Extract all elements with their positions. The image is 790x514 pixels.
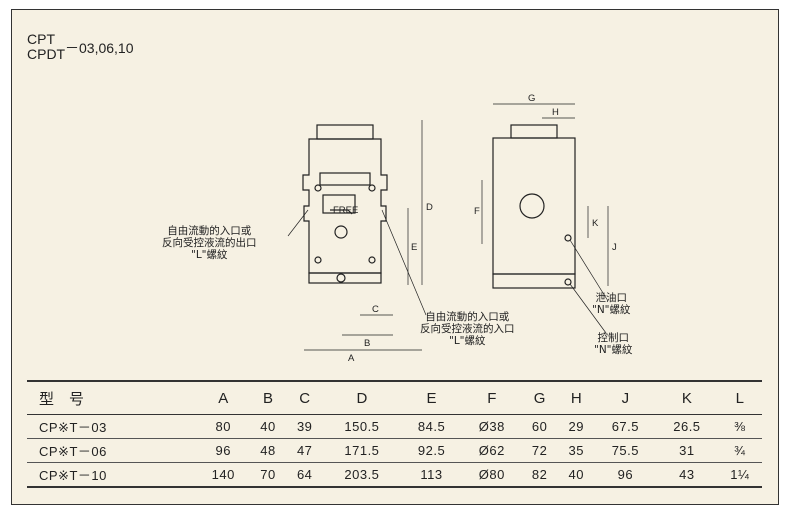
cell-c: 47 <box>286 438 324 463</box>
header-l: L <box>717 380 762 415</box>
cell-d: 150.5 <box>323 414 401 439</box>
valve-outline-drawing: FREE A B C D E F G H K J <box>287 93 617 364</box>
catalog-page: CPT CPDT －03,06,10 <box>11 9 779 505</box>
cell-d: 203.5 <box>323 462 401 488</box>
header-a: A <box>196 380 250 415</box>
dimension-table: 型 号 A B C D E F G H J K L CP※T－03 80 40 … <box>27 380 762 488</box>
header-g: G <box>521 380 558 415</box>
header-h: H <box>557 380 595 415</box>
front-window <box>319 172 371 186</box>
front-bolt-3 <box>314 256 322 264</box>
header-e: E <box>400 380 463 415</box>
dim-f: F <box>474 206 480 217</box>
cell-c: 39 <box>286 414 324 439</box>
front-base-port <box>336 273 346 283</box>
front-center-port <box>334 225 348 239</box>
side-drain-port <box>564 234 572 242</box>
callout-left-port: 自由流動的入口或 反向受控液流的出口 "L"螺紋 <box>162 225 257 261</box>
header-c: C <box>286 380 324 415</box>
front-bolt-1 <box>314 184 322 192</box>
cell-k: 43 <box>656 462 718 488</box>
callout-pilot-port: 控制口 "N"螺紋 <box>594 332 633 356</box>
cell-e: 92.5 <box>400 438 463 463</box>
leader-drain-port <box>569 239 609 302</box>
front-top-cap <box>316 124 374 140</box>
dim-c: C <box>372 304 379 315</box>
cell-j: 96 <box>594 462 657 488</box>
free-arrow-plate <box>322 194 356 214</box>
model-line-2: CPDT <box>27 46 66 62</box>
dim-j: J <box>612 242 617 253</box>
free-arrow <box>330 209 353 215</box>
header-f: F <box>462 380 522 415</box>
cell-b: 70 <box>249 462 287 488</box>
cell-h: 40 <box>557 462 595 488</box>
leader-right-port <box>381 209 427 316</box>
cell-c: 64 <box>286 462 324 488</box>
side-base <box>492 273 576 289</box>
callout-drain-port: 泄油口 "N"螺紋 <box>592 292 631 316</box>
side-top-cap <box>510 124 558 139</box>
header-j: J <box>594 380 657 415</box>
leader-left-port <box>287 209 309 237</box>
table-row: CP※T－06 96 48 47 171.5 92.5 Ø62 72 35 75… <box>27 438 762 463</box>
cell-k: 31 <box>656 438 718 463</box>
table-row: CP※T－10 140 70 64 203.5 113 Ø80 82 40 96… <box>27 462 762 488</box>
cell-j: 75.5 <box>594 438 657 463</box>
header-model: 型 号 <box>27 380 197 415</box>
cell-k: 26.5 <box>656 414 718 439</box>
header-d: D <box>323 380 401 415</box>
cell-model: CP※T－10 <box>27 462 197 488</box>
callout-right-port: 自由流動的入口或 反向受控液流的入口 "L"螺紋 <box>420 311 515 347</box>
free-label: FREE <box>333 205 358 216</box>
dim-b: B <box>364 338 370 349</box>
cell-e: 84.5 <box>400 414 463 439</box>
cell-l: ⅜ <box>717 414 762 439</box>
cell-a: 80 <box>196 414 250 439</box>
front-base <box>308 272 382 284</box>
dim-a: A <box>348 353 355 364</box>
cell-h: 35 <box>557 438 595 463</box>
model-designation: CPT CPDT －03,06,10 <box>27 31 134 62</box>
cell-f: Ø38 <box>462 414 522 439</box>
cell-b: 48 <box>249 438 287 463</box>
table-header-row: 型 号 A B C D E F G H J K L <box>27 380 762 415</box>
front-bolt-4 <box>368 256 376 264</box>
dim-k: K <box>592 218 599 229</box>
cell-e: 113 <box>400 462 463 488</box>
model-size-suffix: －03,06,10 <box>65 40 134 56</box>
dim-h: H <box>552 107 559 118</box>
cell-model: CP※T－06 <box>27 438 197 463</box>
cell-g: 82 <box>521 462 558 488</box>
cell-g: 72 <box>521 438 558 463</box>
cell-f: Ø62 <box>462 438 522 463</box>
dim-g: G <box>528 93 535 104</box>
dim-d: D <box>426 202 433 213</box>
dim-e: E <box>411 242 417 253</box>
header-b: B <box>249 380 287 415</box>
header-k: K <box>656 380 718 415</box>
cell-model: CP※T－03 <box>27 414 197 439</box>
side-body <box>492 137 576 275</box>
model-line-1: CPT <box>27 31 55 47</box>
cell-g: 60 <box>521 414 558 439</box>
cell-l: ¾ <box>717 438 762 463</box>
side-main-port <box>519 193 545 219</box>
cell-l: 1¼ <box>717 462 762 488</box>
table-row: CP※T－03 80 40 39 150.5 84.5 Ø38 60 29 67… <box>27 414 762 439</box>
cell-a: 140 <box>196 462 250 488</box>
cell-d: 171.5 <box>323 438 401 463</box>
front-bolt-2 <box>368 184 376 192</box>
cell-f: Ø80 <box>462 462 522 488</box>
cell-h: 29 <box>557 414 595 439</box>
side-pilot-port <box>564 278 572 286</box>
cell-a: 96 <box>196 438 250 463</box>
cell-j: 67.5 <box>594 414 657 439</box>
leader-pilot-port <box>569 283 607 334</box>
cell-b: 40 <box>249 414 287 439</box>
